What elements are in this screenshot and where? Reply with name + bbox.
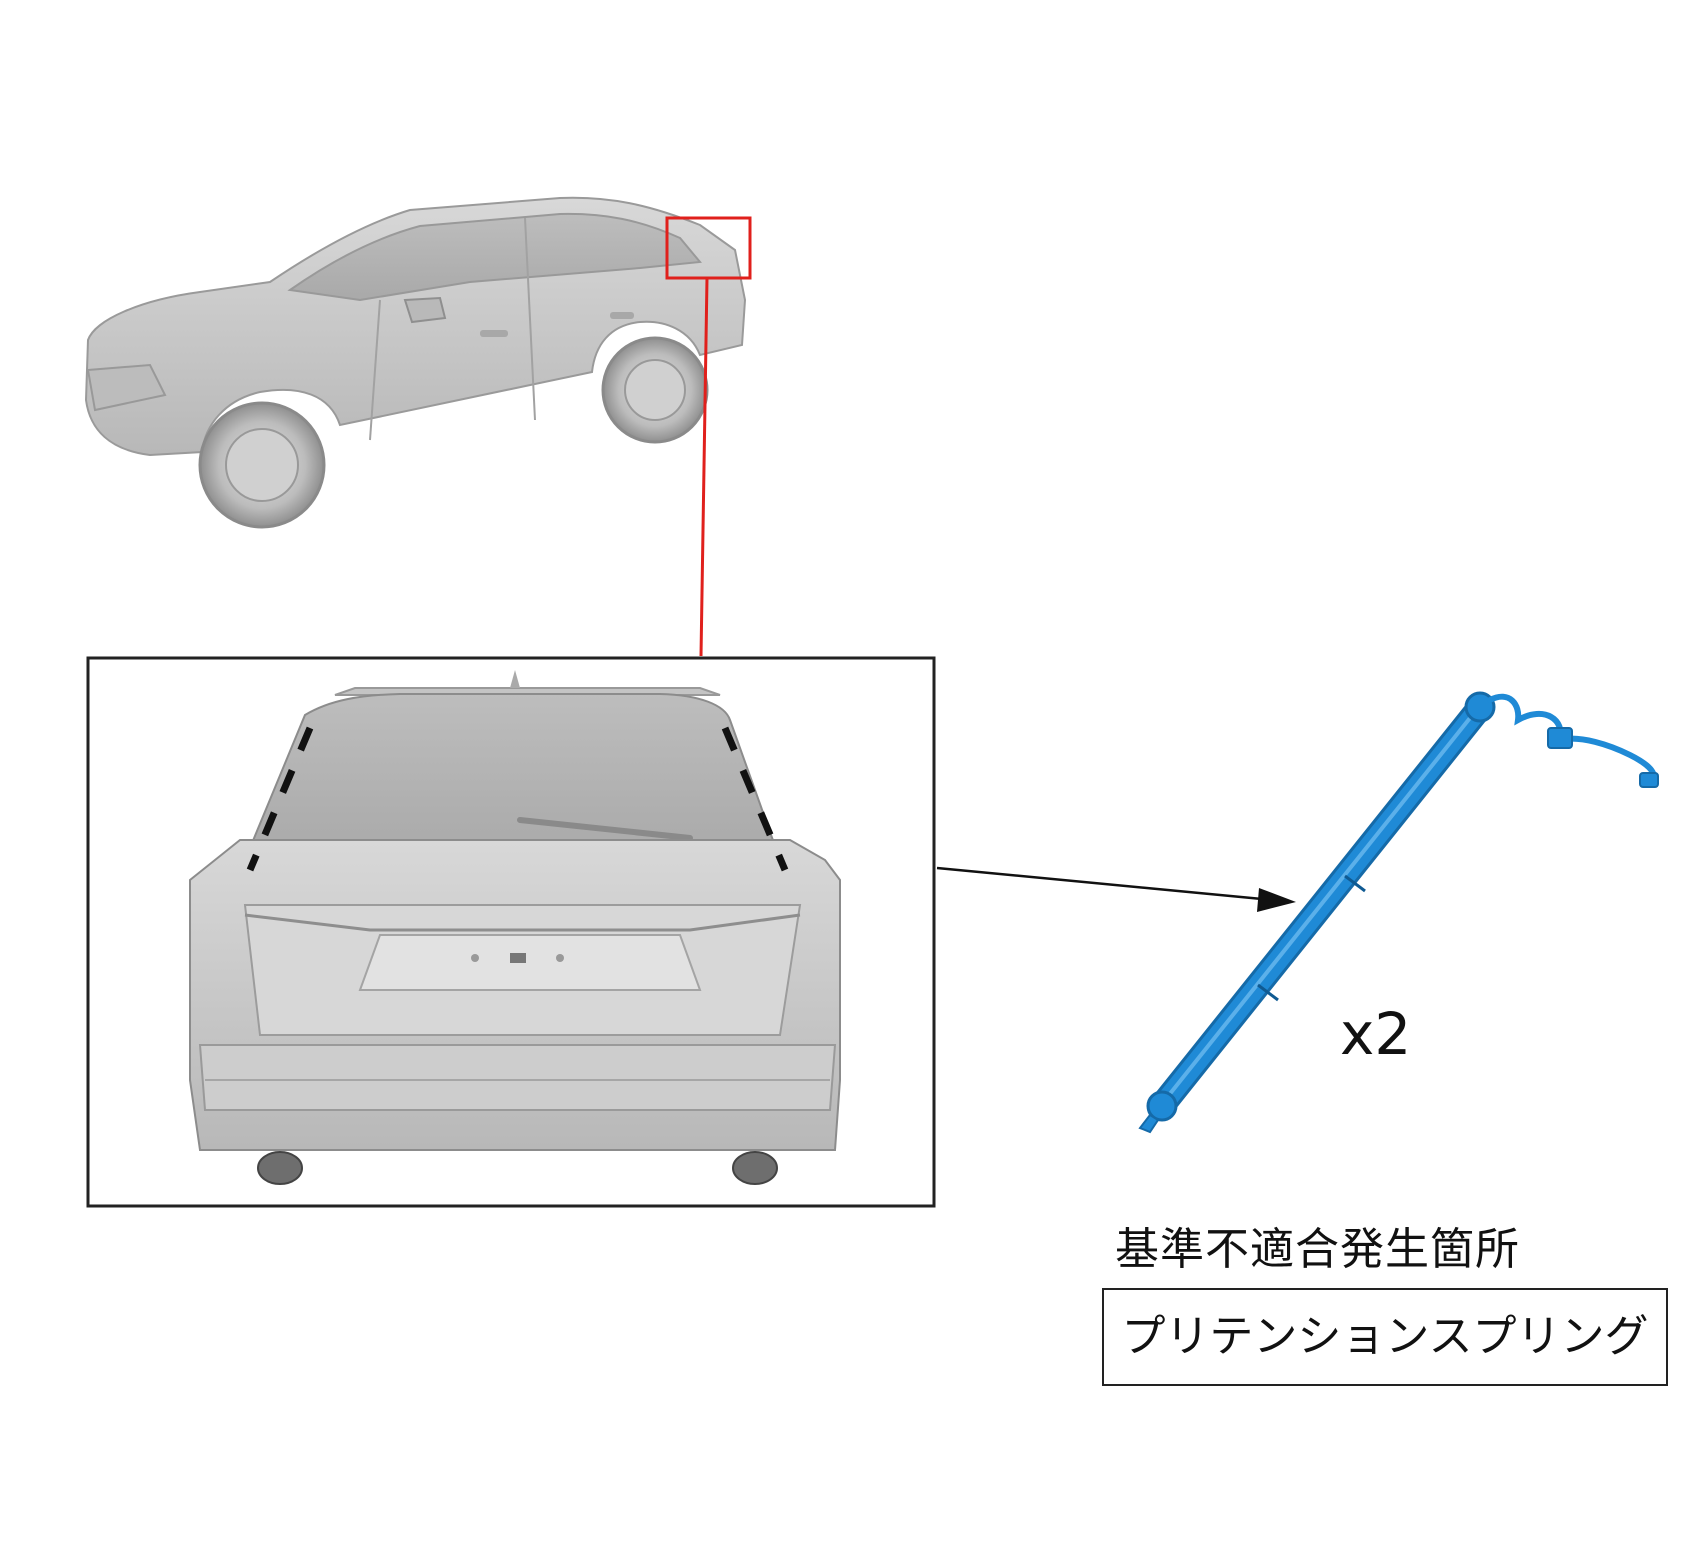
pointer-arrow <box>936 866 1296 912</box>
part-name-box: プリテンションスプリング <box>1102 1288 1668 1386</box>
car-rear-window <box>243 693 782 861</box>
nonconformity-location-title: 基準不適合発生箇所 <box>1115 1224 1520 1275</box>
highlight-box <box>665 216 752 280</box>
car-side-view <box>84 196 747 529</box>
highlight-leader-line <box>699 277 709 657</box>
pretension-spring-part <box>1138 691 1659 1134</box>
part-name: プリテンションスプリング <box>1121 1311 1649 1362</box>
car-rear-view <box>189 670 841 1185</box>
car-side-windows <box>287 212 702 302</box>
quantity-label: x2 <box>1340 1000 1412 1068</box>
